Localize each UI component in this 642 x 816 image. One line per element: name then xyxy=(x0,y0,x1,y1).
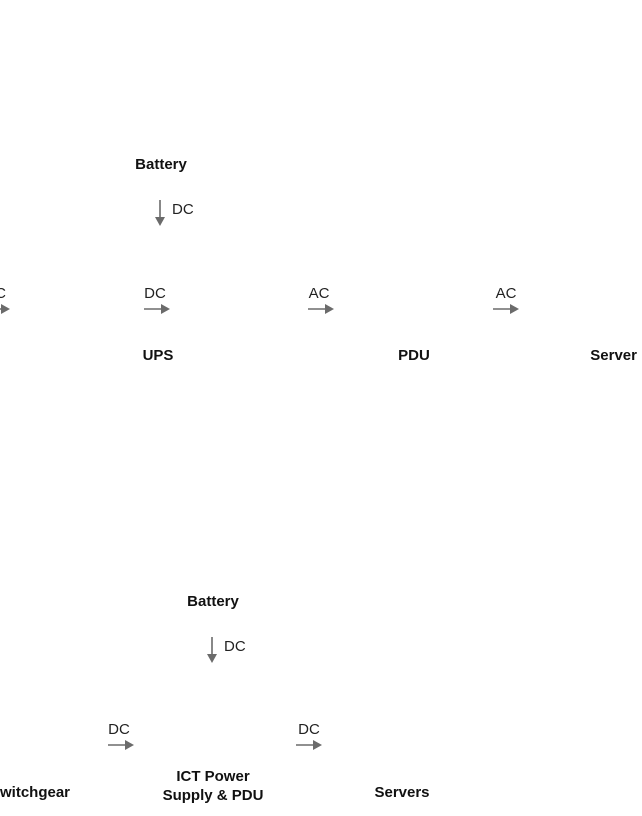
top-battery-dc-label: DC xyxy=(172,201,194,218)
server-node: Server xyxy=(590,347,637,364)
ict-power-supply-line1: ICT Power xyxy=(176,768,250,785)
top-incoming-label: C xyxy=(0,285,6,302)
bottom-battery-down-arrow xyxy=(207,637,217,663)
supply-to-servers-dc-label: DC xyxy=(298,721,320,738)
switchgear-to-supply-dc-label: DC xyxy=(108,721,130,738)
top-into-ups-dc-label: DC xyxy=(144,285,166,302)
switchgear-node: witchgear xyxy=(0,784,71,801)
ict-power-supply-line2: Supply & PDU xyxy=(162,787,264,804)
supply-to-servers-arrow xyxy=(296,740,322,750)
ict-power-supply-node: ICT Power Supply & PDU xyxy=(163,767,264,805)
pdu-to-server-ac-label: AC xyxy=(495,285,517,302)
pdu-to-server-arrow xyxy=(493,304,519,314)
ups-to-pdu-ac-label: AC xyxy=(308,285,330,302)
servers-node: Servers xyxy=(374,784,430,801)
bottom-battery-node: Battery xyxy=(187,593,239,610)
switchgear-to-supply-arrow xyxy=(108,740,134,750)
top-battery-node: Battery xyxy=(135,156,187,173)
ups-node: UPS xyxy=(142,347,174,364)
bottom-battery-dc-label: DC xyxy=(224,638,246,655)
ups-to-pdu-arrow xyxy=(308,304,334,314)
pdu-node: PDU xyxy=(398,347,430,364)
top-battery-down-arrow xyxy=(155,200,165,226)
top-incoming-arrow xyxy=(0,304,10,314)
top-into-ups-arrow xyxy=(144,304,170,314)
